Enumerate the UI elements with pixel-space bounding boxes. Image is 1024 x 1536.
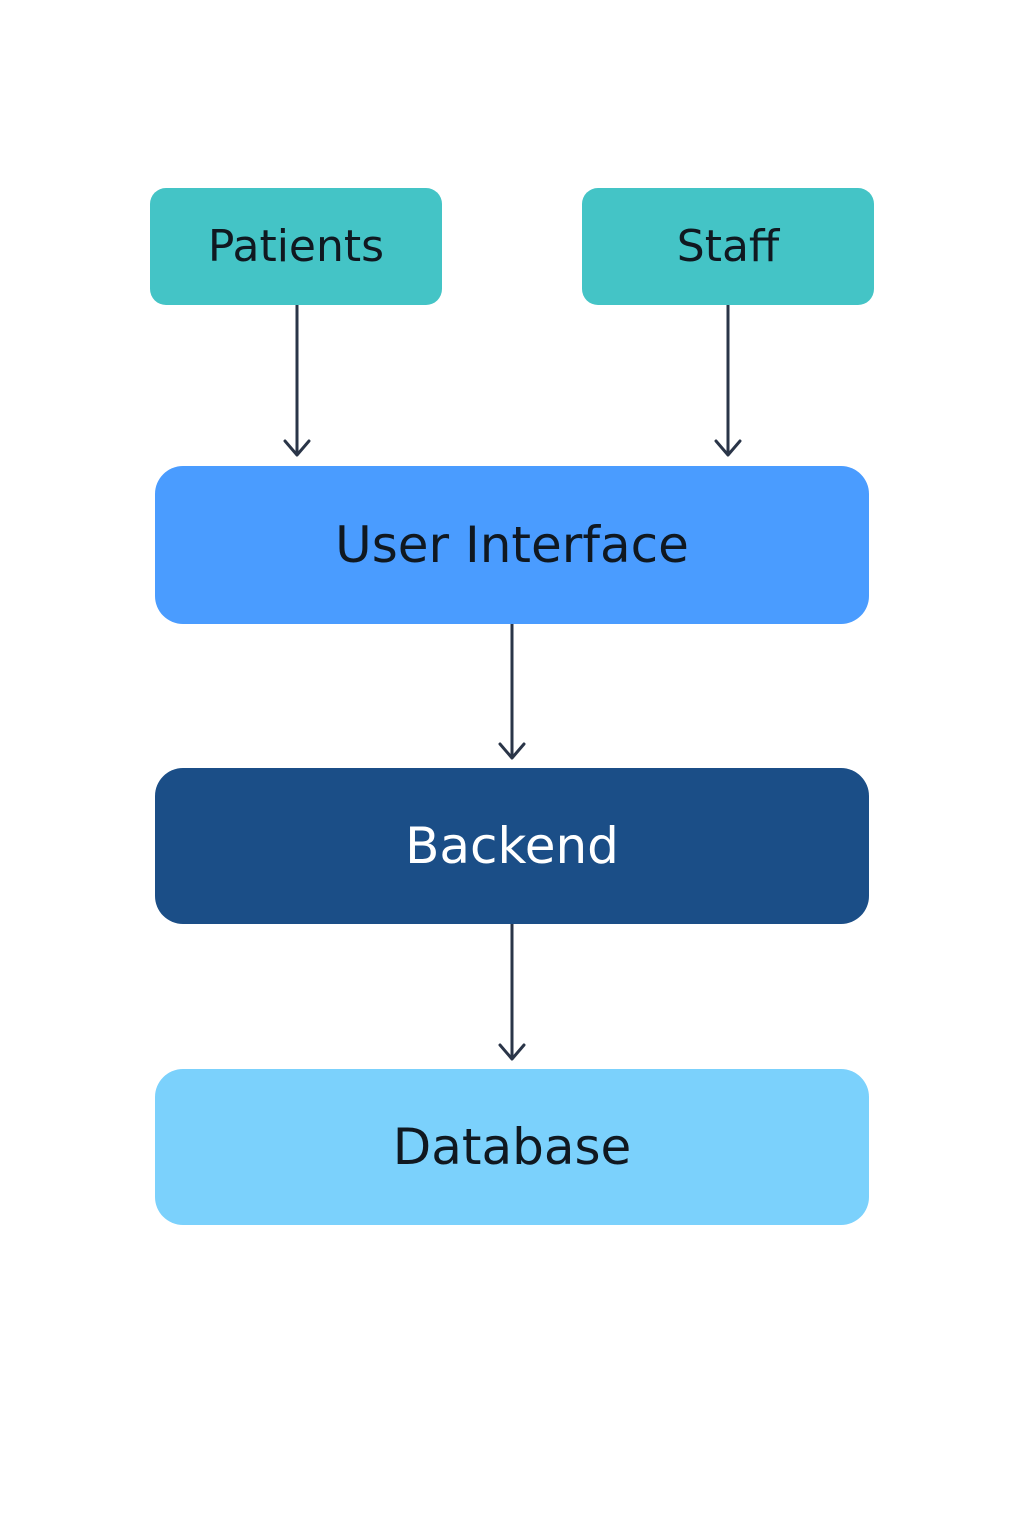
node-patients: Patients <box>150 188 442 305</box>
arrow-head <box>283 439 311 457</box>
arrow-ui-to-backend <box>498 624 526 760</box>
node-backend: Backend <box>155 768 869 924</box>
node-staff: Staff <box>582 188 874 305</box>
node-database: Database <box>155 1069 869 1225</box>
arrow-head <box>498 1043 526 1061</box>
node-label-staff: Staff <box>676 220 780 272</box>
node-label-patients: Patients <box>207 220 385 272</box>
node-label-backend: Backend <box>405 817 619 875</box>
arrow-head <box>714 439 742 457</box>
node-label-user-interface: User Interface <box>335 516 689 574</box>
arrow-head <box>498 742 526 760</box>
node-label-database: Database <box>392 1118 632 1176</box>
arrow-patients-to-ui <box>283 305 311 457</box>
arrow-backend-to-database <box>498 924 526 1061</box>
arrow-staff-to-ui <box>714 305 742 457</box>
node-user-interface: User Interface <box>155 466 869 624</box>
